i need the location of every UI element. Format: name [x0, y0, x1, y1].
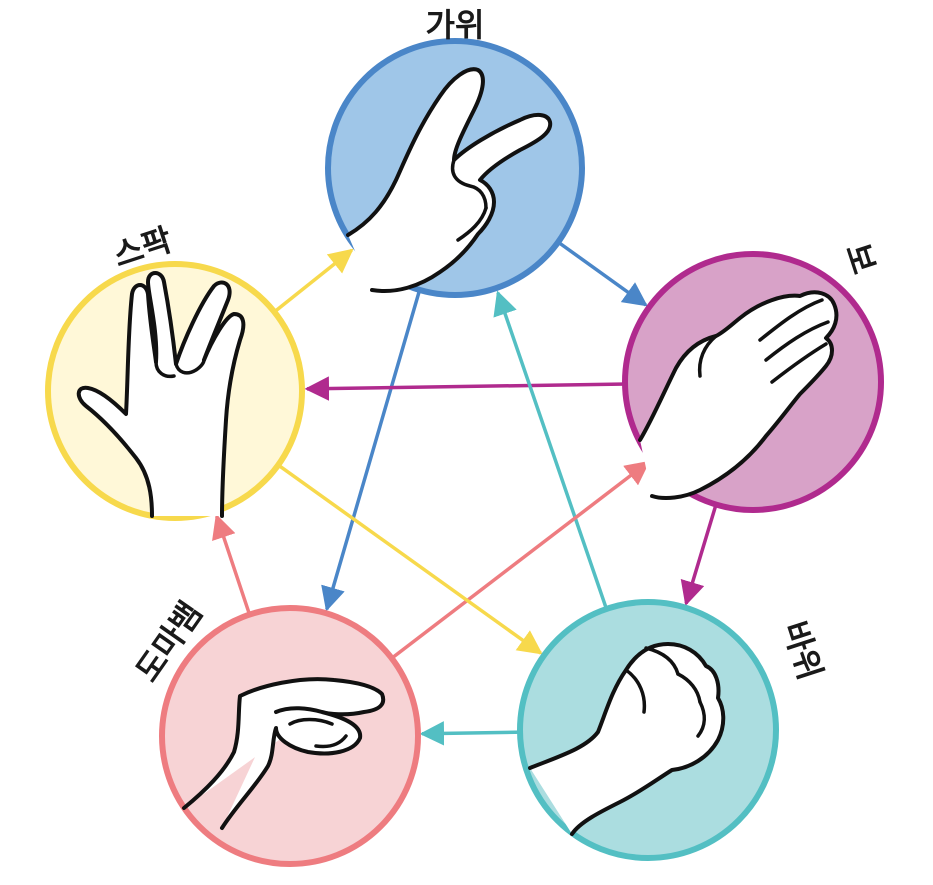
arrow-lizard-to-spock — [212, 513, 252, 618]
node-rock: 바위 — [517, 599, 830, 861]
arrow-scissors-to-lizard — [321, 288, 422, 612]
lizard-hand-icon — [182, 677, 386, 830]
arrow-spock-to-rock — [276, 462, 543, 655]
scissors-hand-icon — [346, 67, 553, 293]
arrow-paper-to-spock — [304, 376, 628, 401]
paper-hand-icon — [638, 290, 839, 500]
node-spock: 스팍 — [45, 220, 305, 521]
spock-hand-icon — [76, 271, 246, 518]
arrow-rock-to-scissors — [493, 290, 609, 612]
node-lizard: 도마뱀 — [128, 595, 421, 867]
arrow-rock-to-lizard — [419, 721, 523, 746]
paper-label: 보 — [838, 239, 883, 279]
arrow-lizard-to-paper — [389, 460, 651, 661]
node-paper: 보 — [622, 239, 884, 513]
edges-group — [212, 240, 719, 746]
arrow-scissors-to-paper — [556, 240, 648, 307]
rock-label: 바위 — [775, 617, 829, 685]
scissors-label: 가위 — [426, 6, 485, 44]
arrow-paper-to-rock — [680, 502, 719, 606]
arrow-spock-to-scissors — [272, 248, 354, 314]
node-scissors: 가위 — [325, 6, 585, 298]
rock-fist-icon — [528, 642, 726, 836]
